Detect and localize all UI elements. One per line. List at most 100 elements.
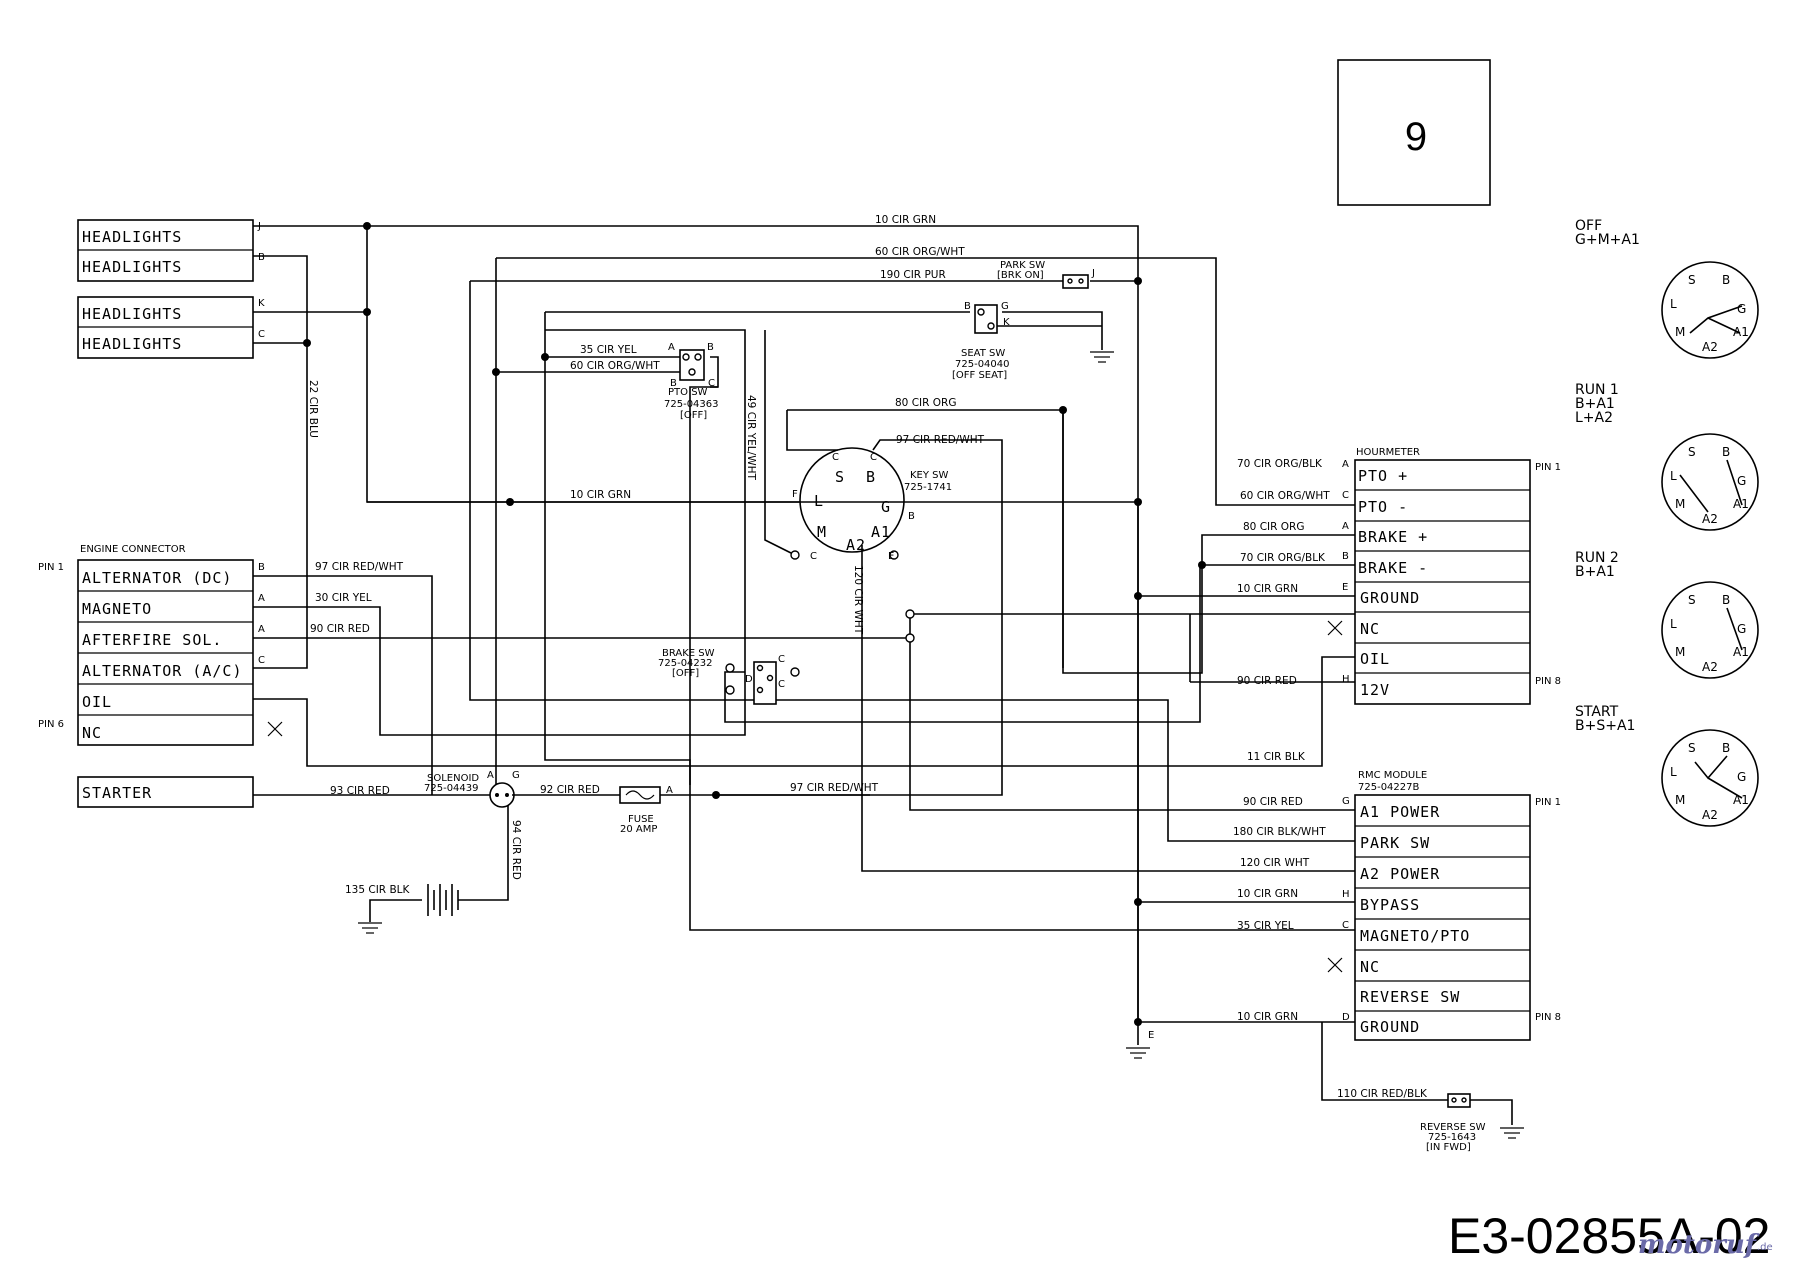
- hourmeter-row: OIL: [1360, 650, 1390, 668]
- svg-text:G: G: [1737, 770, 1746, 784]
- svg-text:L: L: [1670, 765, 1677, 779]
- pin-letter: H: [1342, 674, 1350, 685]
- svg-text:B: B: [1722, 593, 1730, 607]
- nc-x-icon: [1327, 620, 1343, 636]
- svg-text:A2: A2: [1702, 340, 1718, 354]
- wire-label: 70 CIR ORG/BLK: [1237, 458, 1323, 470]
- page-number: 9: [1405, 115, 1427, 159]
- position-name: OFF: [1575, 218, 1602, 234]
- svg-text:G: G: [1737, 302, 1746, 316]
- wire-label: 80 CIR ORG: [1243, 521, 1304, 533]
- key-terminal: M: [817, 523, 827, 541]
- pin-letter: K: [1003, 317, 1010, 328]
- solenoid: SOLENOID 725-04439 A G: [424, 770, 520, 808]
- headlight-group-top: HEADLIGHTS HEADLIGHTS: [77, 219, 254, 282]
- svg-text:S: S: [1688, 741, 1696, 755]
- pin-letter: C: [832, 452, 839, 463]
- pin-letter: E: [1342, 582, 1348, 593]
- rmc-row: A1 POWER: [1360, 803, 1440, 821]
- brake-sw-part: 725-04232: [658, 658, 713, 669]
- junction-dots: [303, 222, 1206, 1026]
- wire-label: 80 CIR ORG: [895, 397, 956, 409]
- reverse-sw-state: [IN FWD]: [1426, 1142, 1471, 1153]
- wire-label: 70 CIR ORG/BLK: [1240, 552, 1326, 564]
- rmc-row: GROUND: [1360, 1018, 1420, 1036]
- rmc-part: 725-04227B: [1358, 782, 1420, 793]
- wire-label: 10 CIR GRN: [570, 489, 631, 501]
- pin-letter: B: [670, 378, 677, 389]
- wire-label: 35 CIR YEL: [1237, 920, 1294, 932]
- key-switch-part: 725-1741: [904, 482, 952, 493]
- headlight-label: HEADLIGHTS: [82, 305, 182, 323]
- rmc-module: RMC MODULE 725-04227B A1 POWER PARK SW A…: [1327, 770, 1561, 1041]
- svg-text:S: S: [1688, 593, 1696, 607]
- fuse-name: FUSE: [628, 814, 654, 825]
- position-name: START: [1575, 704, 1619, 720]
- pin-letter: B: [964, 301, 971, 312]
- svg-text:L: L: [1670, 617, 1677, 631]
- svg-text:B: B: [1722, 445, 1730, 459]
- key-terminal: B: [866, 468, 876, 486]
- wire-label: 97 CIR RED/WHT: [315, 561, 404, 573]
- pin-letter: H: [1342, 889, 1350, 900]
- svg-text:A1: A1: [1733, 793, 1749, 807]
- pin-letter: G: [1342, 796, 1350, 807]
- wire-label: 10 CIR GRN: [1237, 1011, 1298, 1023]
- ground-icon: [358, 922, 382, 934]
- starter-label: STARTER: [82, 784, 152, 802]
- pin-label: PIN 1: [1535, 462, 1561, 473]
- page-number-box: [1337, 59, 1491, 206]
- hourmeter: HOURMETER PTO + PTO - BRAKE + BRAKE - GR…: [1327, 447, 1561, 705]
- pto-sw-state: [OFF]: [680, 410, 707, 421]
- pin-letter: C: [810, 551, 817, 562]
- key-switch-name: KEY SW: [910, 470, 949, 481]
- wire-label: 120 CIR WHT: [852, 565, 864, 635]
- solenoid-part: 725-04439: [424, 783, 479, 794]
- park-switch: PARK SW [BRK ON] J: [997, 260, 1095, 289]
- pin-letter: K: [258, 298, 265, 309]
- wire-label: 94 CIR RED: [510, 820, 522, 880]
- svg-text:S: S: [1688, 445, 1696, 459]
- engine-connector-title: ENGINE CONNECTOR: [80, 544, 186, 555]
- svg-text:L: L: [1670, 469, 1677, 483]
- position-combo: L+A2: [1575, 410, 1613, 426]
- rmc-row: MAGNETO/PTO: [1360, 927, 1470, 945]
- svg-text:B: B: [1722, 741, 1730, 755]
- pin-letter: A: [666, 785, 673, 796]
- engine-connector: ENGINE CONNECTOR ALTERNATOR (DC) MAGNETO…: [38, 544, 283, 746]
- rmc-row: PARK SW: [1360, 834, 1430, 852]
- wire-label: 90 CIR RED: [1243, 796, 1303, 808]
- pin-letter: E: [888, 551, 894, 562]
- wire-label: 60 CIR ORG/WHT: [875, 246, 965, 258]
- brake-sw-name: BRAKE SW: [662, 648, 715, 659]
- hourmeter-row: BRAKE +: [1358, 528, 1428, 546]
- wire-label: 35 CIR YEL: [580, 344, 637, 356]
- battery-icon: [427, 884, 459, 916]
- pin-letter: A: [258, 624, 265, 635]
- hourmeter-row: PTO +: [1358, 467, 1408, 485]
- position-combo: B+A1: [1575, 564, 1615, 580]
- pin-letter: B: [258, 562, 265, 573]
- brake-sw-state: [OFF]: [672, 668, 699, 679]
- nc-x-icon: [267, 721, 283, 737]
- ground-icon: [1500, 1127, 1524, 1139]
- pin-letter: A: [487, 770, 494, 781]
- hourmeter-row: BRAKE -: [1358, 559, 1428, 577]
- engine-connector-row: AFTERFIRE SOL.: [82, 631, 222, 649]
- wire-label: 10 CIR GRN: [1237, 888, 1298, 900]
- starter-box: [77, 776, 254, 808]
- position-name: RUN 1: [1575, 382, 1619, 398]
- wire-label: 10 CIR GRN: [1237, 583, 1298, 595]
- wire-label: 92 CIR RED: [540, 784, 600, 796]
- fuse: FUSE 20 AMP A: [619, 785, 673, 835]
- reverse-sw-name: REVERSE SW: [1420, 1122, 1486, 1133]
- reverse-switch: REVERSE SW 725-1643 [IN FWD]: [1420, 1093, 1486, 1153]
- svg-text:M: M: [1675, 497, 1685, 511]
- pin-letter: J: [1091, 268, 1095, 279]
- brake-switch: BRAKE SW 725-04232 [OFF] C D C: [658, 648, 785, 705]
- svg-text:A2: A2: [1702, 512, 1718, 526]
- svg-text:A1: A1: [1733, 325, 1749, 339]
- rmc-title: RMC MODULE: [1358, 770, 1427, 781]
- wire-label: 110 CIR RED/BLK: [1337, 1088, 1428, 1100]
